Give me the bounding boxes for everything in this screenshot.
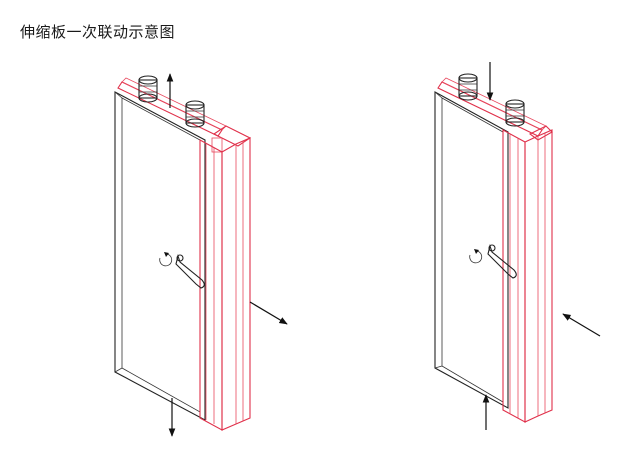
door-handle-right: [469, 244, 517, 279]
bolt-cylinder-2-left: [185, 100, 205, 128]
diagram-title: 伸缩板一次联动示意图: [20, 23, 176, 41]
top-rail-right: [437, 77, 553, 141]
door-left: [114, 75, 252, 431]
telescopic-plate-right: [502, 129, 553, 423]
arrow-out-left: [249, 301, 288, 325]
bolt-cylinder-1-left: [138, 75, 158, 103]
top-rail-left: [117, 77, 252, 153]
telescopic-plate-left: [199, 137, 251, 431]
door-leaf-left: [114, 91, 206, 421]
bolt-cylinder-2-right: [505, 99, 525, 127]
arrow-in-right: [562, 313, 601, 337]
bolt-cylinder-1-right: [458, 73, 478, 101]
door-right: [434, 73, 553, 423]
door-handle-left: [159, 252, 205, 289]
door-leaf-right: [434, 91, 509, 409]
